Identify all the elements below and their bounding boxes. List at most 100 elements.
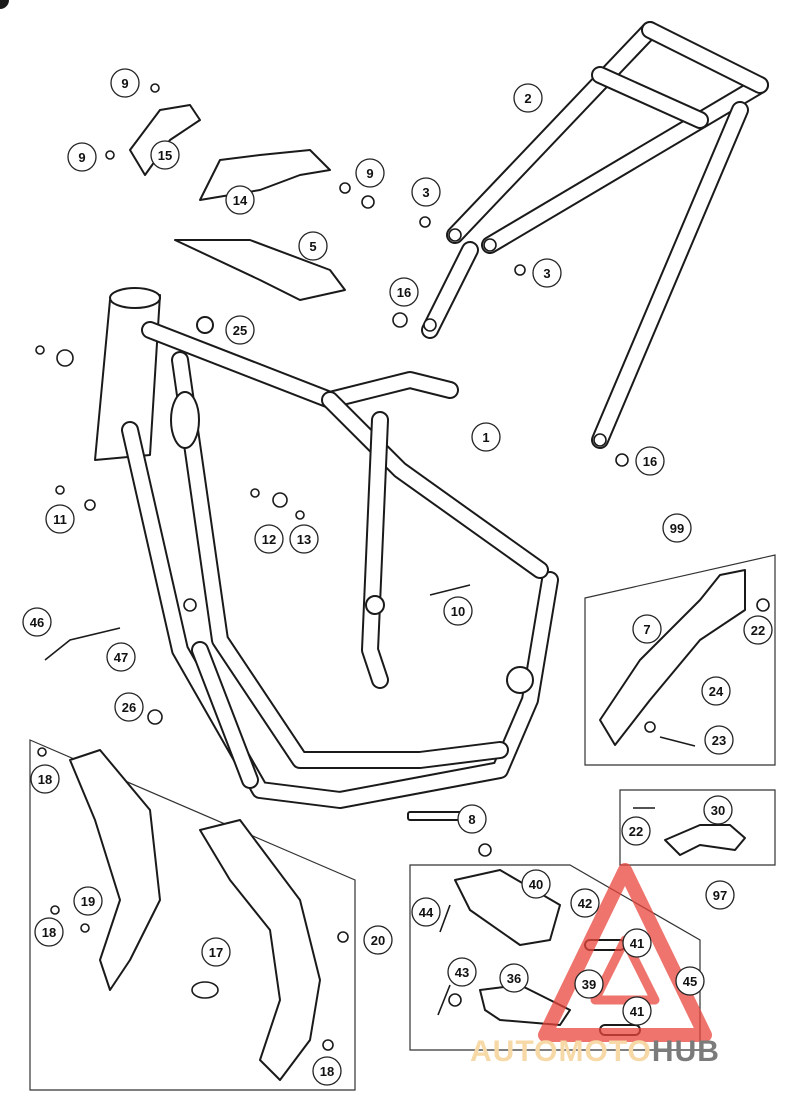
callout-circle xyxy=(254,524,284,554)
callout-9b: 9 xyxy=(67,142,97,172)
callout-circle xyxy=(411,177,441,207)
callout-3a: 3 xyxy=(411,177,441,207)
rear-subframe-drawing xyxy=(421,21,769,449)
callout-circle xyxy=(389,277,419,307)
callout-circle xyxy=(73,886,103,916)
callout-number: 9 xyxy=(366,166,373,181)
callout-16a: 16 xyxy=(389,277,419,307)
callout-circle xyxy=(447,957,477,987)
callout-25: 25 xyxy=(225,315,255,345)
callout-circle xyxy=(114,692,144,722)
callout-circle xyxy=(701,676,731,706)
callout-number: 45 xyxy=(683,974,697,989)
callout-number: 13 xyxy=(297,532,311,547)
callout-43: 43 xyxy=(447,957,477,987)
callout-circle xyxy=(570,888,600,918)
callout-circle xyxy=(521,869,551,899)
callout-number: 30 xyxy=(711,803,725,818)
callout-circle xyxy=(675,966,705,996)
frame-protector-group xyxy=(29,739,356,1091)
callout-12: 12 xyxy=(254,524,284,554)
callout-circle xyxy=(443,596,473,626)
callout-number: 18 xyxy=(42,925,56,940)
callout-number: 11 xyxy=(53,512,67,527)
callout-19: 19 xyxy=(73,886,103,916)
callout-number: 19 xyxy=(81,894,95,909)
callout-number: 22 xyxy=(629,824,643,839)
callout-number: 99 xyxy=(670,521,684,536)
callout-41b: 41 xyxy=(622,996,652,1026)
callout-number: 43 xyxy=(455,965,469,980)
callout-9a: 9 xyxy=(110,68,140,98)
callout-42: 42 xyxy=(570,888,600,918)
callout-number: 17 xyxy=(209,945,223,960)
watermark-logo xyxy=(538,863,712,1042)
callout-circle xyxy=(703,795,733,825)
callout-circle xyxy=(622,928,652,958)
callout-circle xyxy=(34,917,64,947)
callout-1: 1 xyxy=(471,422,501,452)
callout-99: 99 xyxy=(662,513,692,543)
callout-14: 14 xyxy=(225,185,255,215)
callout-97: 97 xyxy=(705,880,735,910)
callout-9c: 9 xyxy=(355,158,385,188)
callout-number: 9 xyxy=(78,150,85,165)
callout-number: 46 xyxy=(30,615,44,630)
callout-circle xyxy=(150,140,180,170)
callout-circle xyxy=(225,315,255,345)
side-stand-group xyxy=(584,554,776,766)
callout-number: 12 xyxy=(262,532,276,547)
callout-30: 30 xyxy=(703,795,733,825)
callout-number: 39 xyxy=(582,977,596,992)
callout-18c: 18 xyxy=(312,1056,342,1086)
callout-circle xyxy=(363,925,393,955)
watermark-text-part1: AUTOMOTO xyxy=(470,1035,652,1068)
callout-44: 44 xyxy=(411,897,441,927)
callout-number: 1 xyxy=(482,430,489,445)
callout-45: 45 xyxy=(675,966,705,996)
callout-24: 24 xyxy=(701,676,731,706)
callout-circle xyxy=(201,937,231,967)
callout-circle xyxy=(355,158,385,188)
callout-7: 7 xyxy=(632,614,662,644)
callout-number: 9 xyxy=(121,76,128,91)
callout-circle xyxy=(289,524,319,554)
watermark-text: AUTOMOTOHUB xyxy=(470,1035,720,1069)
callout-number: 5 xyxy=(309,239,316,254)
callout-number: 23 xyxy=(712,733,726,748)
callout-47: 47 xyxy=(106,642,136,672)
callout-2: 2 xyxy=(513,83,543,113)
callout-15: 15 xyxy=(150,140,180,170)
callout-23: 23 xyxy=(704,725,734,755)
callout-18a: 18 xyxy=(30,764,60,794)
watermark-triangle-outer xyxy=(538,863,712,1042)
callout-22b: 22 xyxy=(621,816,651,846)
callout-number: 41 xyxy=(630,936,644,951)
callout-circle xyxy=(574,969,604,999)
callout-circle xyxy=(662,513,692,543)
callout-13: 13 xyxy=(289,524,319,554)
callout-number: 3 xyxy=(422,185,429,200)
callout-circle xyxy=(67,142,97,172)
callout-circle xyxy=(471,422,501,452)
callout-circle xyxy=(22,607,52,637)
callout-3b: 3 xyxy=(532,258,562,288)
callout-number: 18 xyxy=(320,1064,334,1079)
callout-circle xyxy=(704,725,734,755)
callout-number: 22 xyxy=(751,623,765,638)
callout-41a: 41 xyxy=(622,928,652,958)
callout-circle xyxy=(30,764,60,794)
callout-circle xyxy=(499,963,529,993)
callout-circle xyxy=(621,816,651,846)
callout-number: 97 xyxy=(713,888,727,903)
callout-circle xyxy=(225,185,255,215)
callout-20: 20 xyxy=(363,925,393,955)
callout-circle xyxy=(106,642,136,672)
callout-number: 2 xyxy=(524,91,531,106)
callout-number: 20 xyxy=(371,933,385,948)
callout-number: 47 xyxy=(114,650,128,665)
callout-number: 36 xyxy=(507,971,521,986)
chain-slider-group xyxy=(619,789,776,866)
